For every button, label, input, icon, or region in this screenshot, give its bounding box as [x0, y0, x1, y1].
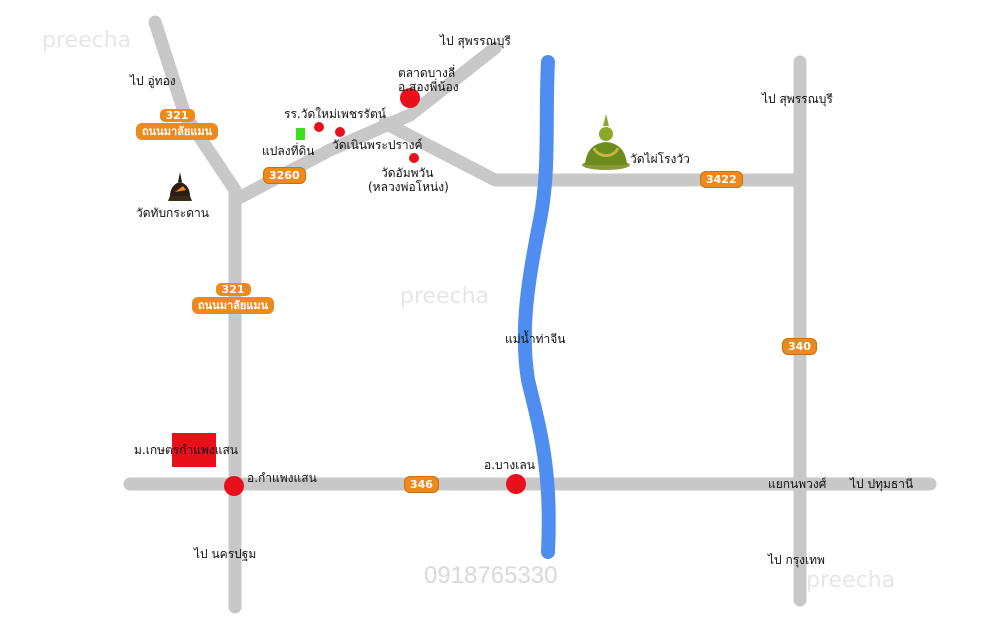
watermark-center: preecha: [400, 284, 490, 309]
shield-321-mid-name: ถนนมาลัยแมน: [192, 297, 275, 314]
label-land-plot: แปลงที่ดิน: [262, 144, 315, 158]
label-song-phi-nong: อ.สองพี่น้อง: [398, 80, 459, 94]
marker-kamphaeng-saen: [224, 476, 244, 496]
label-to-u-thong: ไป อู่ทอง: [130, 74, 176, 88]
shield-321-top-number: 321: [159, 109, 195, 122]
shield-321-mid-number: 321: [215, 283, 251, 296]
label-to-suphanburi-top: ไป สุพรรณบุรี: [440, 34, 511, 48]
shield-321-mid: 321 ถนนมาลัยแมน: [192, 278, 275, 314]
shield-3422: 3422: [700, 171, 743, 188]
shield-321-top: 321 ถนนมาลัยแมน: [136, 104, 219, 140]
markers: [172, 88, 526, 496]
kasetsart-marker: [172, 433, 216, 467]
marker-wat-um-phawan: [409, 153, 419, 163]
shield-3260: 3260: [263, 167, 306, 184]
label-river: แม่น้ำท่าจีน: [505, 332, 566, 346]
label-wat-noen-phra-prang: วัดเนินพระปรางค์: [332, 138, 423, 152]
shield-340: 340: [782, 338, 817, 355]
label-talat-bang-li: ตลาดบางลี่: [398, 66, 456, 80]
land-plot-marker: [296, 128, 305, 140]
marker-bang-len: [506, 474, 526, 494]
marker-wat-noen-phra-prang: [335, 127, 345, 137]
watermark-bottom: preecha: [806, 568, 896, 593]
watermark-top: preecha: [42, 28, 132, 53]
label-to-nakhon-pathom: ไป นครปฐม: [194, 547, 257, 561]
shield-346: 346: [404, 476, 439, 493]
road-321: [148, 15, 242, 614]
label-to-bangkok: ไป กรุงเทพ: [768, 553, 825, 567]
tha-chin-river: [517, 55, 556, 559]
label-wat-phai-rong-wua: วัดไผ่โรงวัว: [630, 152, 690, 166]
buddha-statue-icon: [582, 114, 630, 170]
phone-watermark: 0918765330: [424, 562, 558, 589]
label-wat-um-phawan: วัดอัมพวัน: [381, 166, 434, 180]
marker-school: [314, 122, 324, 132]
label-to-suphanburi-right: ไป สุพรรณบุรี: [762, 92, 833, 106]
label-luang-pho-nong: (หลวงพ่อโหน่ง): [368, 180, 449, 194]
label-yaek-nop-phawong: แยกนพวงศ์: [768, 477, 827, 491]
label-bang-len: อ.บางเลน: [484, 458, 535, 472]
shield-321-top-name: ถนนมาลัยแมน: [136, 123, 219, 140]
label-kasetsart: ม.เกษตรกำแพงแสน: [134, 443, 239, 457]
label-wat-thap-kradan: วัดทับกระดาน: [136, 206, 209, 220]
label-to-pathum-thani: ไป ปทุมธานี: [850, 477, 914, 491]
label-kamphaeng-saen: อ.กำแพงแสน: [247, 471, 317, 485]
road-to-3422: [378, 116, 807, 187]
label-school: รร.วัดใหม่เพชรรัตน์: [284, 107, 386, 121]
temple-icon: [168, 172, 192, 201]
marker-song-phi-nong: [400, 88, 420, 108]
